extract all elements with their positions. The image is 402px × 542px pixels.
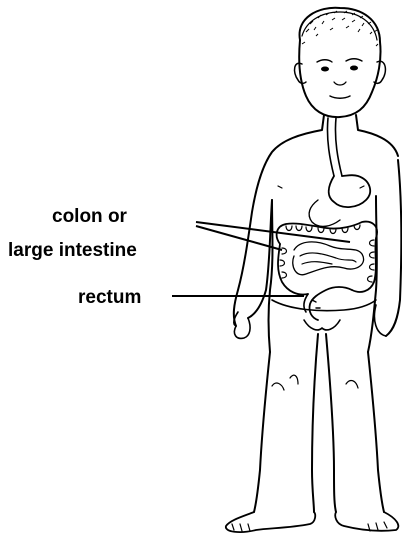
rectum-label: rectum	[78, 287, 141, 309]
colon-label-line1: colon or	[52, 206, 127, 228]
pointer-lines	[172, 222, 350, 296]
colon-label-line2: large intestine	[8, 240, 137, 262]
body-outline	[226, 115, 401, 532]
head	[295, 8, 386, 117]
esophagus-and-stomach	[309, 118, 370, 226]
colon-large-intestine	[277, 222, 377, 320]
